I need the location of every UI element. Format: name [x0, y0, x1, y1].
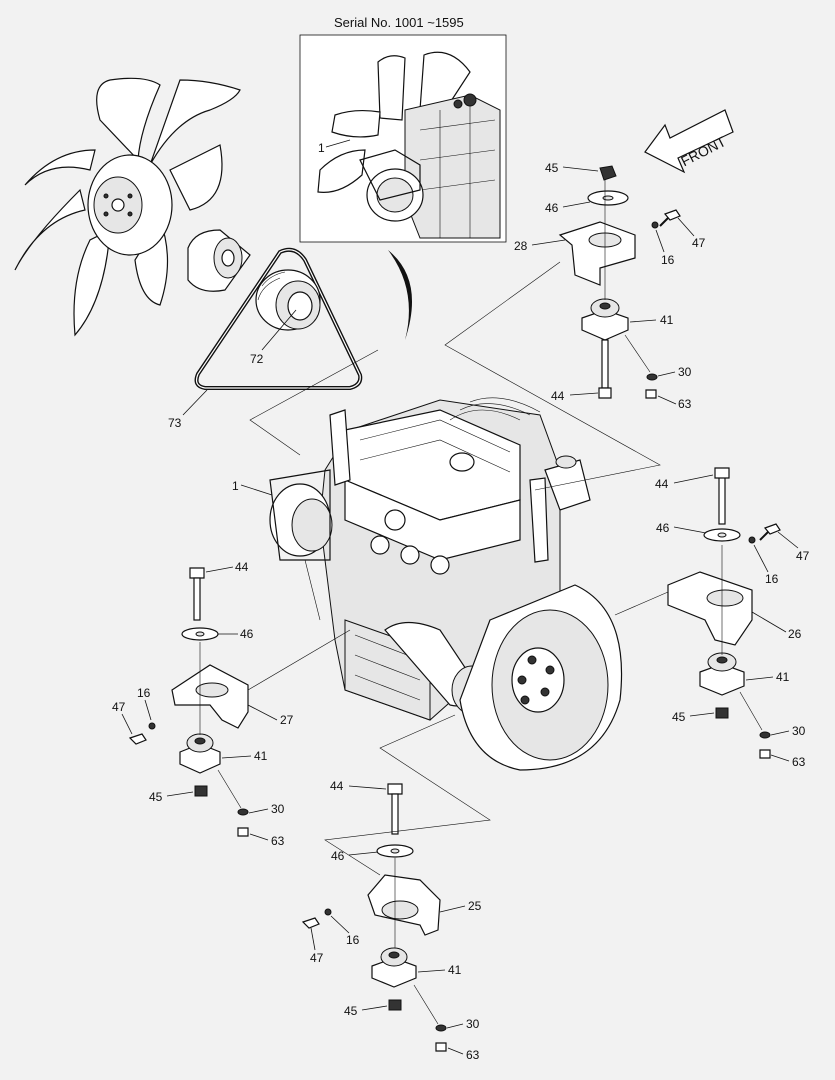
label-ml-mount: 41: [254, 749, 268, 763]
label-tr-bracket: 28: [514, 239, 528, 253]
label-b-bolt-long: 44: [330, 779, 344, 793]
label-ml-bolt: 47: [112, 700, 126, 714]
leader-ml-engine: [247, 629, 351, 691]
label-tr-bolt: 47: [692, 236, 706, 250]
label-b-mount: 41: [448, 963, 462, 977]
inset-title: Serial No. 1001 ~1595: [334, 15, 464, 30]
label-ml-nut: 45: [149, 790, 163, 804]
label-tr-washer: 46: [545, 201, 559, 215]
leader-tr-engine: [444, 261, 661, 491]
label-b-nut: 45: [344, 1004, 358, 1018]
label-tr-washer2: 30: [678, 365, 692, 379]
label-b-washer: 46: [331, 849, 345, 863]
fan-pulley: [255, 269, 321, 331]
fan-spacer: [187, 229, 251, 292]
label-alternator: 1: [232, 479, 239, 493]
leader-fan-engine: [249, 349, 379, 456]
serial-inset: Serial No. 1001 ~1595 1: [299, 15, 507, 243]
bottom-mount: [301, 783, 447, 1052]
label-tr-bolt-long: 44: [551, 389, 565, 403]
label-mr-nut: 45: [672, 710, 686, 724]
label-tr-mount: 41: [660, 313, 674, 327]
label-ml-washer2: 30: [271, 802, 285, 816]
label-b-washer2: 30: [466, 1017, 480, 1031]
top-right-mount: [558, 165, 681, 399]
label-mr-bracket: 26: [788, 627, 802, 641]
engine-assembly: [269, 397, 623, 771]
label-mr-mount: 41: [776, 670, 790, 684]
label-ml-bolt-long: 44: [235, 560, 249, 574]
label-b-lockwasher: 16: [346, 933, 360, 947]
label-mr-bolt: 47: [796, 549, 810, 563]
fan-shroud-shape: [388, 250, 413, 340]
label-mr-washer: 46: [656, 521, 670, 535]
label-ml-bolt2: 63: [271, 834, 285, 848]
label-mr-lockwasher: 16: [765, 572, 779, 586]
label-ml-washer: 46: [240, 627, 254, 641]
cooling-fan: [14, 77, 241, 337]
label-tr-bolt2: 63: [678, 397, 692, 411]
mid-left-mount: [128, 567, 249, 837]
label-fan-pulley: 72: [250, 352, 264, 366]
front-arrow: FRONT: [644, 109, 734, 174]
label-b-bolt: 47: [310, 951, 324, 965]
label-ml-bracket: 27: [280, 713, 294, 727]
leader-mr-engine: [614, 591, 669, 616]
label-mr-washer2: 30: [792, 724, 806, 738]
label-mr-bolt-long: 44: [655, 477, 669, 491]
label-tr-nut: 45: [545, 161, 559, 175]
label-b-bolt2: 63: [466, 1048, 480, 1062]
label-b-bracket: 25: [468, 899, 482, 913]
leader-b-engine: [324, 714, 491, 876]
label-tr-lockwasher: 16: [661, 253, 675, 267]
label-fan-belt: 73: [168, 416, 182, 430]
label-mr-bolt2: 63: [792, 755, 806, 769]
inset-fan-label: 1: [318, 141, 325, 155]
fan-belt: [194, 247, 363, 390]
label-ml-lockwasher: 16: [137, 686, 151, 700]
mid-right-mount: [667, 467, 781, 759]
